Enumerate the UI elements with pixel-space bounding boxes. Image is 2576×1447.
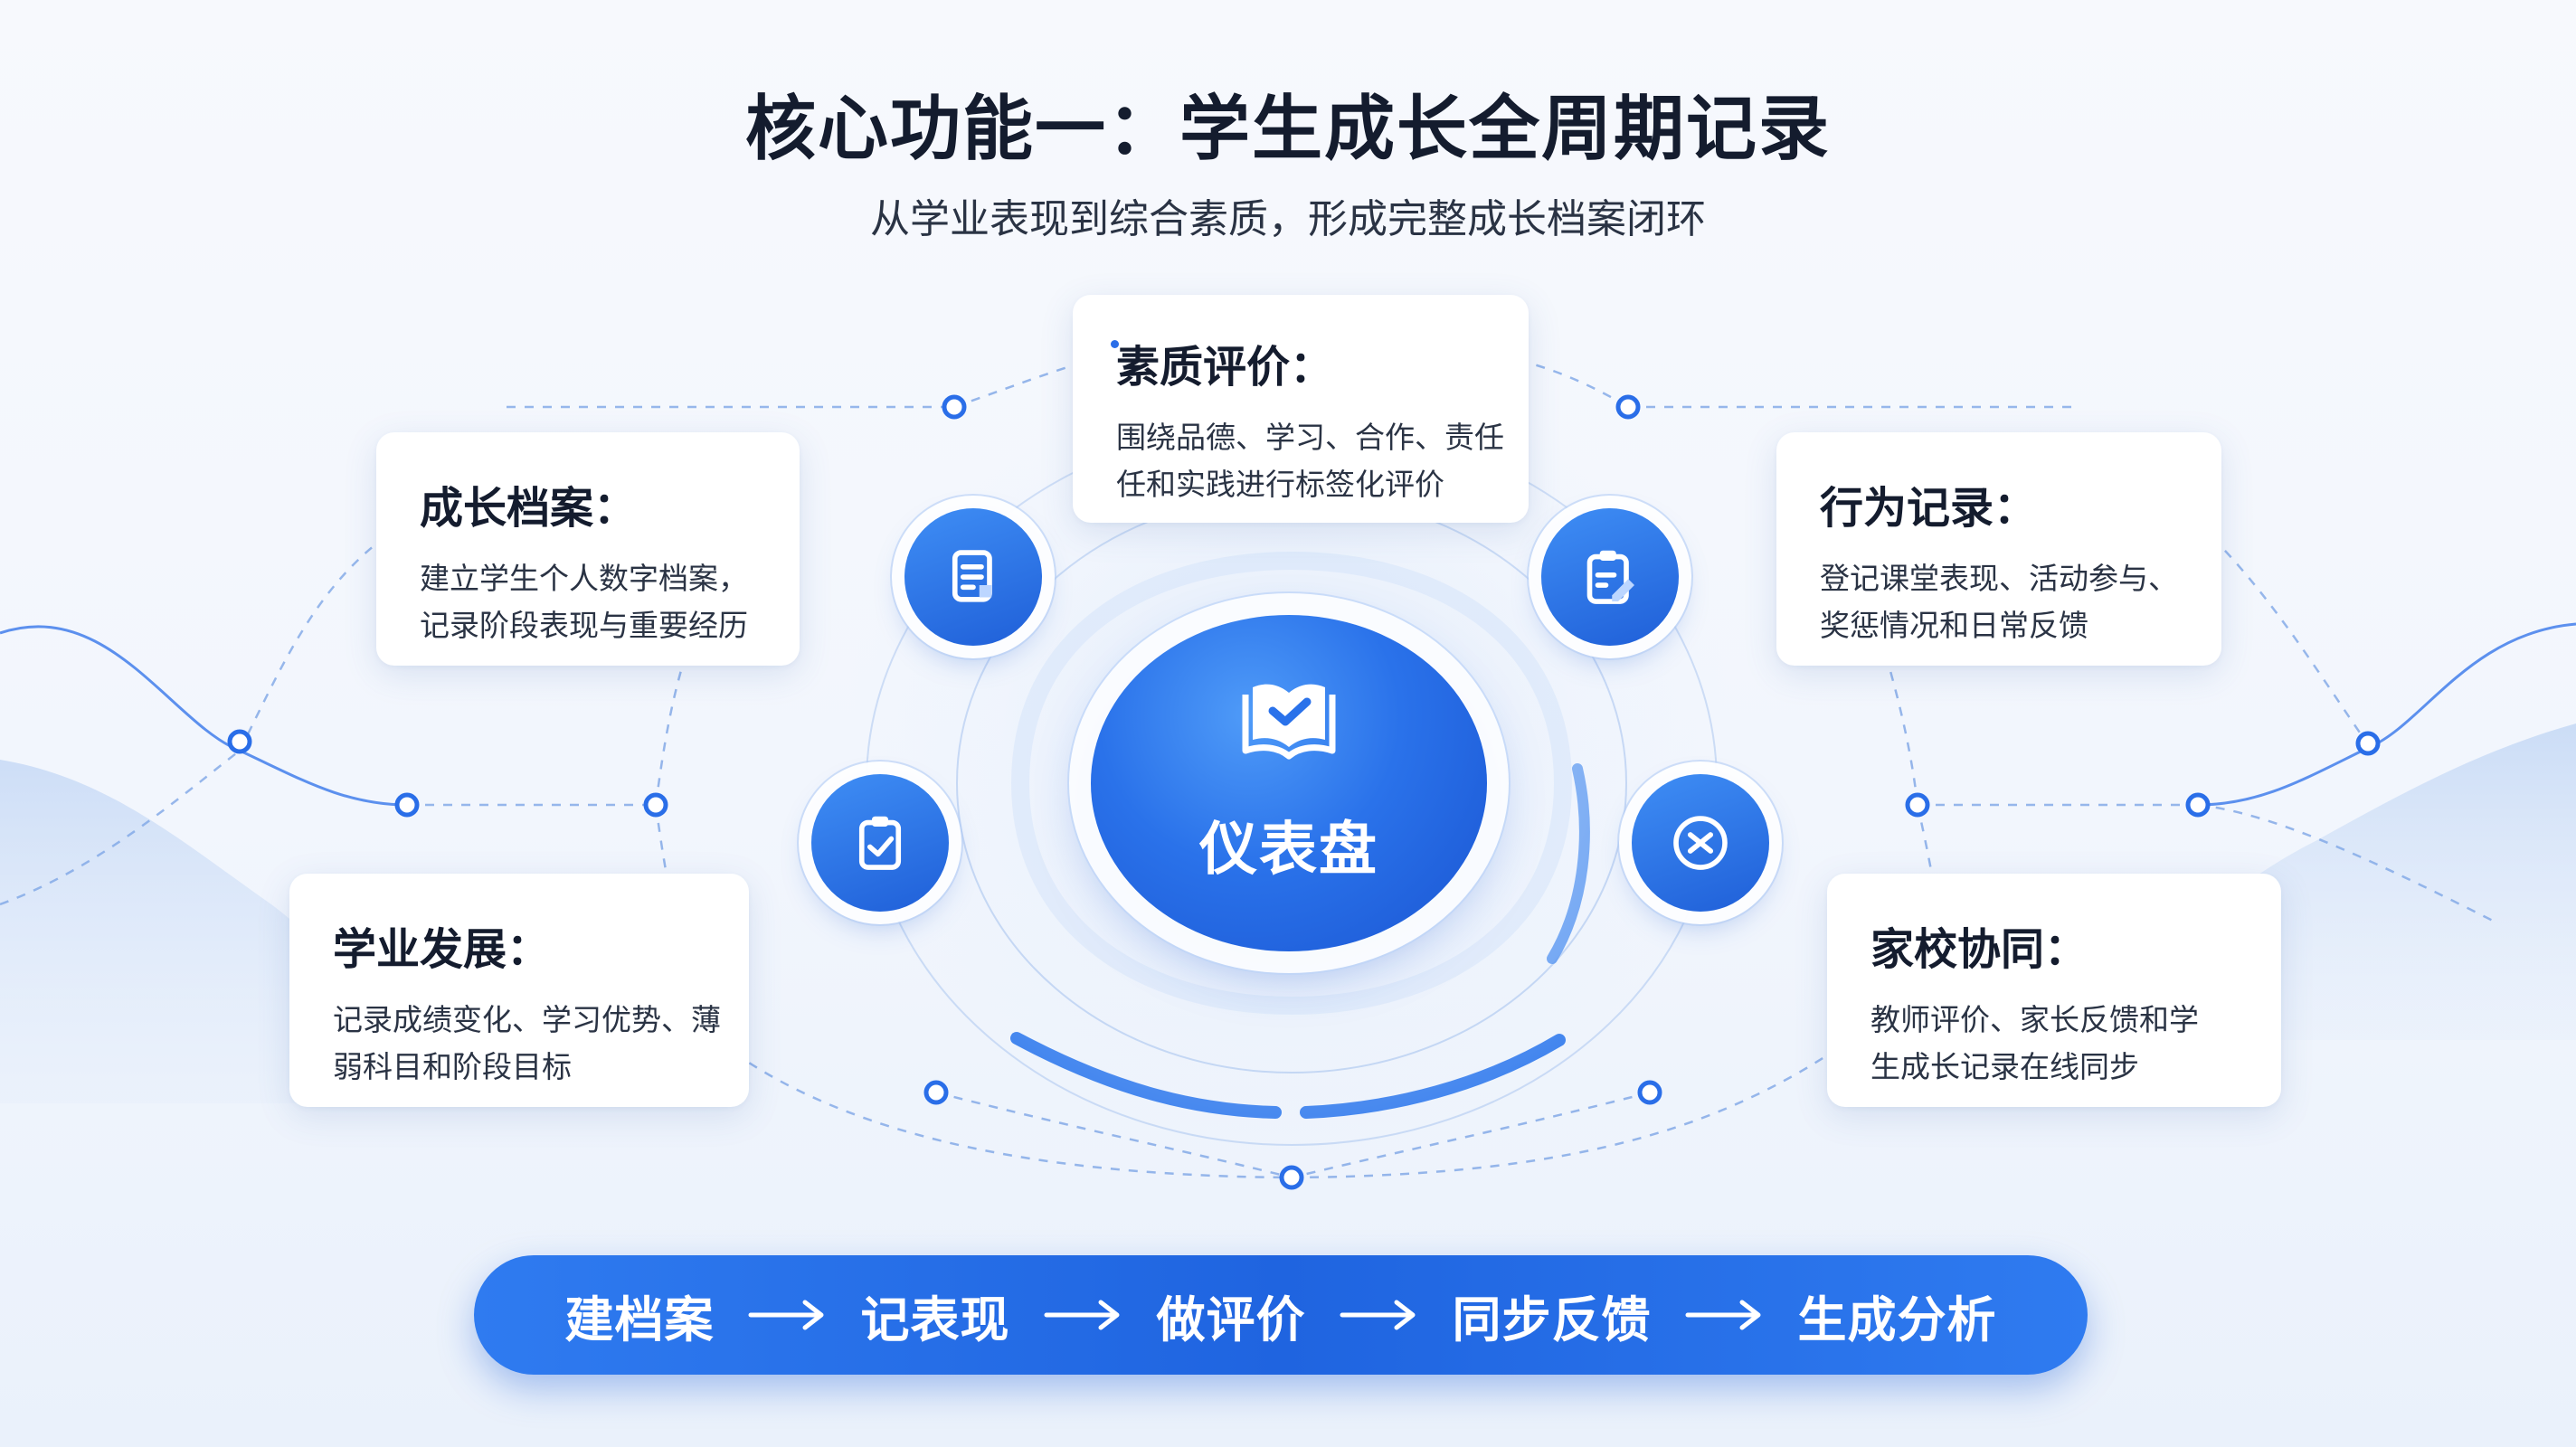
node-home-school[interactable]	[1632, 774, 1769, 912]
page-subtitle: 从学业表现到综合素质，形成完整成长档案闭环	[870, 196, 1706, 242]
hub-label: 仪表盘	[1199, 817, 1378, 884]
connector-dot	[2355, 731, 2381, 756]
connector-dot	[2185, 792, 2211, 818]
node-behavior[interactable]	[1541, 508, 1679, 646]
card-quality-evaluation: 素质评价： 围绕品德、学习、合作、责任 任和实践进行标签化评价	[1073, 295, 1529, 523]
card-title: 行为记录：	[1820, 483, 2038, 534]
flow-step-1: 建档案	[564, 1291, 715, 1348]
flow-step-3: 做评价	[1156, 1291, 1306, 1348]
card-title: 学业发展：	[333, 924, 551, 975]
page-title: 核心功能一：学生成长全周期记录	[744, 89, 1831, 170]
card-growth-archive: 成长档案： 建立学生个人数字档案， 记录阶段表现与重要经历	[376, 432, 800, 666]
card-desc: 记录成绩变化、学习优势、薄 弱科目和阶段目标	[333, 1002, 721, 1084]
dashboard-hub[interactable]: 仪表盘	[1091, 615, 1487, 951]
document-icon	[952, 550, 992, 602]
connector-dot	[1279, 1165, 1304, 1190]
card-desc: 登记课堂表现、活动参与、 奖惩情况和日常反馈	[1820, 561, 2178, 643]
arrow-right-icon	[1340, 1300, 1415, 1330]
card-home-school-collaboration: 家校协同： 教师评价、家长反馈和学 生成长记录在线同步	[1827, 874, 2281, 1107]
card-desc: 围绕品德、学习、合作、责任 任和实践进行标签化评价	[1116, 420, 1504, 502]
arrow-right-icon	[1685, 1300, 1760, 1330]
card-academic-development: 学业发展： 记录成绩变化、学习优势、薄 弱科目和阶段目标	[289, 874, 749, 1107]
bullet-dot	[1111, 340, 1119, 348]
node-academic[interactable]	[811, 774, 949, 912]
connector-dot	[643, 792, 668, 818]
clipboard-check-icon	[858, 816, 902, 870]
clipboard-edit-icon	[1586, 550, 1634, 604]
arrow-right-icon	[748, 1300, 823, 1330]
card-desc: 建立学生个人数字档案， 记录阶段表现与重要经历	[420, 561, 748, 643]
flow-step-2: 记表现	[860, 1291, 1010, 1348]
connector-dot	[394, 792, 420, 818]
flow-step-5: 生成分析	[1797, 1291, 1997, 1348]
curve-left-solid	[0, 625, 408, 807]
arrow-right-icon	[1044, 1300, 1119, 1330]
card-title: 成长档案：	[420, 483, 638, 534]
connector-dot	[227, 729, 252, 754]
card-behavior-record: 行为记录： 登记课堂表现、活动参与、 奖惩情况和日常反馈	[1776, 432, 2221, 666]
flow-step-4: 同步反馈	[1452, 1291, 1652, 1348]
sync-icon	[1673, 816, 1728, 870]
process-flow-bar: 建档案 记表现 做评价 同步反馈 生成分析	[474, 1255, 2088, 1375]
card-title: 家校协同：	[1870, 924, 2088, 975]
node-archive[interactable]	[904, 508, 1042, 646]
card-desc: 教师评价、家长反馈和学 生成长记录在线同步	[1870, 1002, 2199, 1084]
card-title: 素质评价：	[1116, 342, 1334, 392]
connector-dot	[1905, 792, 1930, 818]
open-book-check-icon	[1242, 684, 1336, 760]
